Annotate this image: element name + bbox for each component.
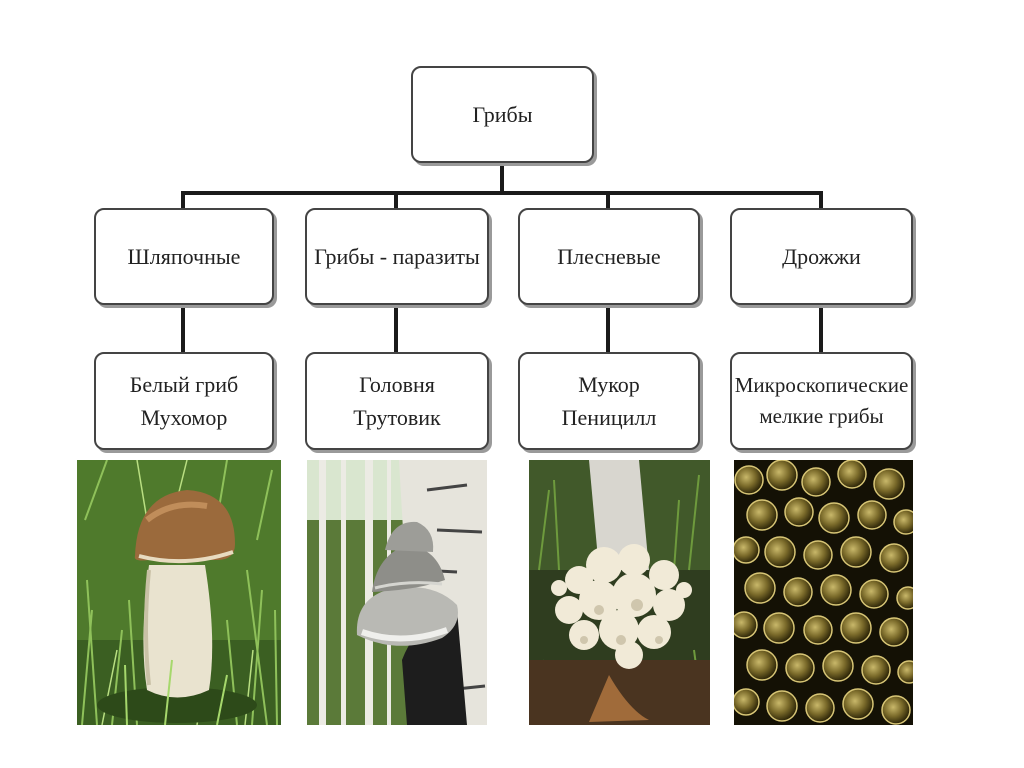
example-label: Белый гриб [130,368,238,401]
root-node: Грибы [411,66,594,163]
category-node-yeasts: Дрожжи [730,208,913,305]
category-label: Грибы - паразиты [314,240,480,273]
example-node-capped: Белый гриб Мухомор [94,352,274,450]
example-node-molds: Мукор Пеницилл [518,352,700,450]
example-node-yeasts: Микроскопические мелкие грибы [730,352,913,450]
example-label: Микроскопические [735,370,909,402]
example-label: Мухомор [130,401,238,434]
root-stem [500,160,504,194]
category-node-parasites: Грибы - паразиты [305,208,489,305]
category-label: Шляпочные [128,240,241,273]
example-link-1 [181,305,185,355]
example-link-4 [819,305,823,355]
category-label: Плесневые [557,240,660,273]
category-label: Дрожжи [782,240,861,273]
example-node-parasites: Головня Трутовик [305,352,489,450]
category-bus [181,191,823,195]
category-node-molds: Плесневые [518,208,700,305]
example-link-3 [606,305,610,355]
category-node-capped: Шляпочные [94,208,274,305]
example-label: Головня [353,368,440,401]
mold-fungus-photo [529,460,710,725]
yeast-cells-photo [734,460,913,725]
example-link-2 [394,305,398,355]
example-label: Трутовик [353,401,440,434]
example-label: Мукор [562,368,657,401]
example-label: Пеницилл [562,401,657,434]
example-label: мелкие грибы [735,401,909,433]
porcini-mushroom-photo [77,460,281,725]
root-label: Грибы [472,98,532,131]
tinder-fungus-photo [307,460,487,725]
